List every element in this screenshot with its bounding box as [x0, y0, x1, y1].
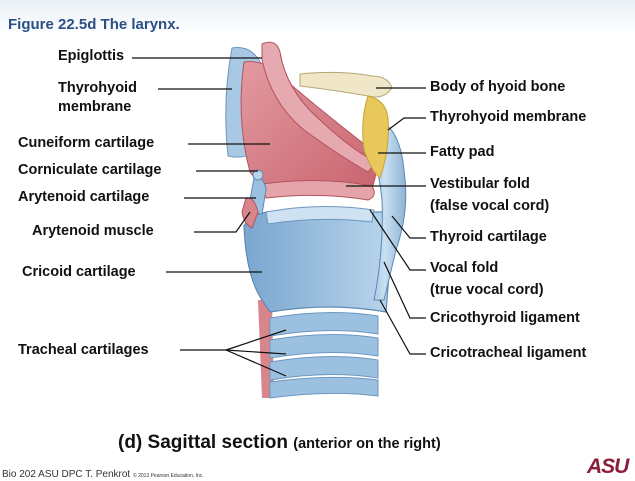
tracheal-rings — [269, 311, 379, 399]
label-arytenoid-cartilage: Arytenoid cartilage — [18, 189, 150, 205]
epiglottis-shape — [261, 41, 377, 173]
corniculate-cartilage-shape — [252, 169, 264, 181]
label-vocal-fold-2: (true vocal cord) — [430, 282, 544, 298]
label-arytenoid-muscle: Arytenoid muscle — [32, 223, 154, 239]
label-epiglottis: Epiglottis — [58, 48, 125, 64]
label-vestibular-fold-1: Vestibular fold — [430, 176, 530, 192]
footer-copyright: © 2013 Pearson Education, Inc. — [133, 473, 204, 479]
asu-logo: ASU — [587, 455, 629, 478]
caption: (d) Sagittal section (anterior on the ri… — [118, 432, 441, 454]
label-fatty-pad: Fatty pad — [430, 144, 495, 160]
figure-title: Figure 22.5d The larynx. — [8, 16, 180, 33]
footer-text: Bio 202 ASU DPC T. Penkrot — [2, 469, 131, 480]
label-cricothyroid-ligament: Cricothyroid ligament — [430, 310, 580, 326]
label-cuneiform-cartilage: Cuneiform cartilage — [18, 135, 155, 151]
label-thyrohyoid-membrane-right: Thyrohyoid membrane — [430, 109, 587, 125]
label-vestibular-fold-2: (false vocal cord) — [430, 198, 550, 214]
vocal-fold-shape — [265, 205, 375, 225]
label-corniculate-cartilage: Corniculate cartilage — [18, 162, 162, 178]
vestibular-fold-shape — [261, 179, 375, 201]
fatty-pad-shape — [362, 95, 389, 179]
label-thyrohyoid-membrane-left-1: Thyrohyoid — [58, 80, 137, 96]
title-bar — [0, 0, 635, 36]
label-thyroid-cartilage: Thyroid cartilage — [430, 229, 547, 245]
caption-sub: (anterior on the right) — [293, 436, 441, 452]
label-cricoid-cartilage: Cricoid cartilage — [22, 264, 136, 280]
label-body-of-hyoid-bone: Body of hyoid bone — [430, 79, 566, 95]
label-thyrohyoid-membrane-left-2: membrane — [58, 99, 132, 115]
label-cricotracheal-ligament: Cricotracheal ligament — [430, 345, 587, 361]
hyoid-bone-shape — [299, 71, 393, 98]
label-vocal-fold-1: Vocal fold — [430, 260, 499, 276]
cricoid-cartilage-shape — [243, 211, 391, 313]
label-tracheal-cartilages: Tracheal cartilages — [18, 342, 149, 358]
caption-main: (d) Sagittal section — [118, 432, 288, 453]
footer: Bio 202 ASU DPC T. Penkrot © 2013 Pearso… — [2, 469, 204, 480]
leader-lines — [132, 57, 426, 377]
